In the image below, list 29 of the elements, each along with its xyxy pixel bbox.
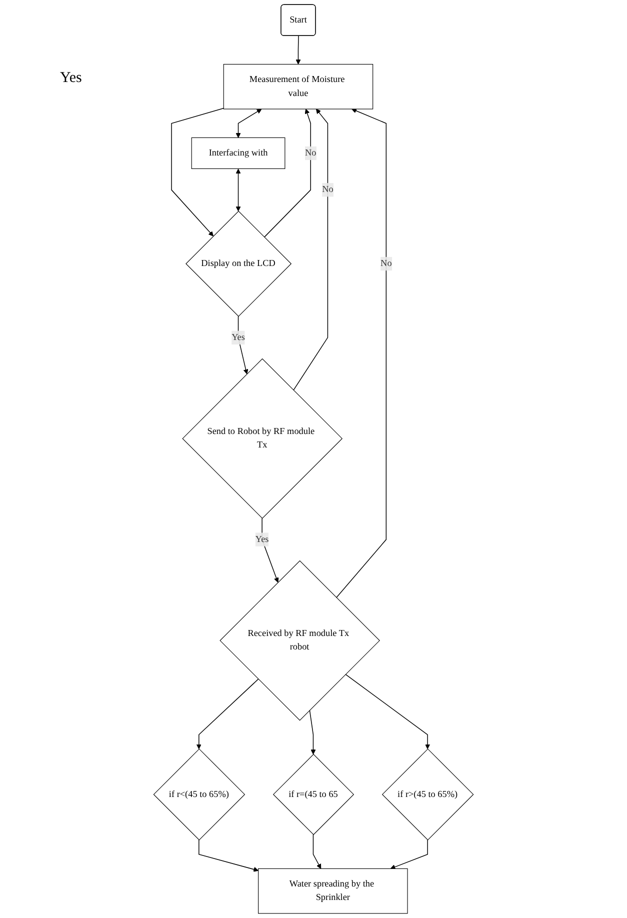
note-text: Yes [60,70,82,87]
node-diamond: if r<(45 to 65%) [153,748,246,840]
arrow [262,518,279,583]
arrow [171,108,224,236]
node-diamond: if r>(45 to 65%) [382,748,474,840]
node-diamond: Send to Robot by RF module Tx [182,358,342,519]
arrow [264,108,311,238]
edge-label: No [322,184,334,195]
arrow [196,678,259,750]
edge-label: Yes [232,332,245,342]
edge-label: Yes [255,534,269,544]
node-diamond: Display on the LCD [186,210,292,317]
arrow [236,108,262,138]
edge-label: No [304,148,316,158]
node-diamond: if r=(45 to 65 [272,754,354,836]
arrow [336,108,387,598]
node-box: Measurement of Moisture value [223,64,374,110]
arrow [309,710,316,755]
arrow [293,108,328,391]
arrow [390,840,428,870]
arrow [296,35,301,64]
arrow [312,834,322,869]
edge-label: No [380,258,392,268]
arrow [198,840,259,872]
node-box: Interfacing with [191,137,286,169]
node-box: Water spreading by the Sprinkler [258,868,408,914]
arrow [236,168,241,212]
node-diamond: Received by RF module Tx robot [220,560,380,721]
arrow [345,674,430,750]
